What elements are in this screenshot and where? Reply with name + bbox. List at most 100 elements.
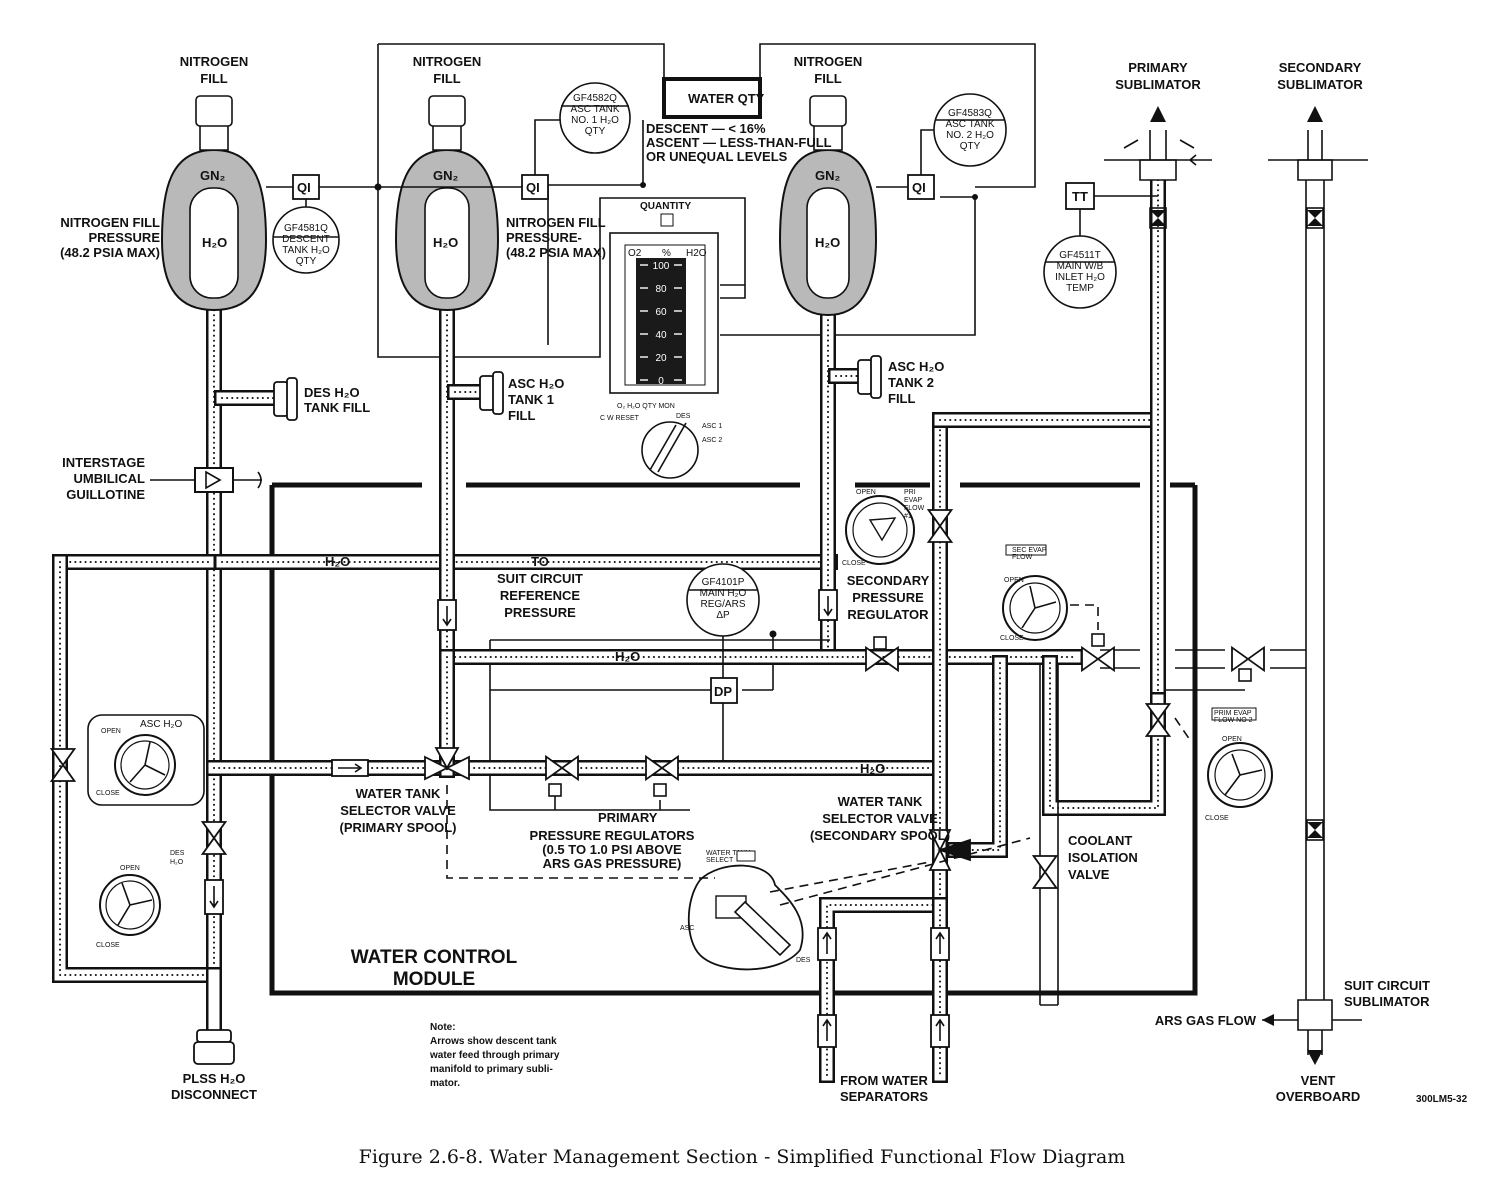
sec-evap-flow-valve [1081,645,1115,673]
h2o-label: H₂O [433,235,458,250]
text-line: DESCENT — < 16% [646,121,766,136]
text-line: SECONDARY [1279,60,1362,75]
text-line: NITROGEN FILL [506,215,606,230]
primary-label: PRIMARY [598,810,658,825]
regulator-actuator [653,783,667,797]
text-line: SUIT CIRCUIT [1344,978,1430,993]
text-line: REFERENCE [500,588,581,603]
fill-couplings [193,355,882,1065]
text-line: SUBLIMATOR [1344,994,1430,1009]
text-line: TANK FILL [304,400,370,415]
close-label: CLOSE [1000,635,1024,642]
text-line: TANK H₂O [282,245,330,256]
secondary-sublimator-label: SECONDARY SUBLIMATOR [1277,60,1363,92]
text-line: TO [531,554,549,569]
text-line: (48.2 PSIA MAX) [60,245,160,260]
open-label: OPEN [1004,577,1024,584]
asc2-label: ASC 2 [702,437,722,444]
text-line: PRESSURE [504,605,576,620]
text-line: EVAP [904,497,922,504]
text-line: MAIN H₂O [700,588,747,599]
text-line: PRI [904,489,916,496]
gauge-pct: % [662,248,671,259]
text-line: #1 [904,513,912,520]
pri-evap-flow-valve [926,509,954,543]
text-line: OR UNEQUAL LEVELS [646,149,788,164]
des-h2o-label: DES H₂O [170,850,185,866]
gauge-tick-label: 60 [655,307,667,318]
open-label: OPEN [120,865,140,872]
text-line: ASC TANK [570,104,619,115]
water-pipes [52,172,1166,1083]
text-line: TANK 2 [888,375,934,390]
text-line: TEMP [1066,283,1094,294]
text-line: (48.2 PSIA MAX) [506,245,606,260]
text-line: GF4101P [702,577,745,588]
text-line: (PRIMARY SPOOL) [339,820,456,835]
text-line: GF4582Q [573,93,617,104]
text-line: FLOW [1012,554,1033,561]
quantity-label: QUANTITY [640,201,691,212]
gauge-tick-label: 100 [653,261,670,272]
ascent-tank-2: GN₂ H₂O [778,95,878,317]
regulator-actuator [873,636,887,650]
text-line: QTY [585,126,606,137]
gn2-label: GN₂ [200,168,226,183]
text-line: COOLANT [1068,833,1132,848]
des-label: DES [796,957,811,964]
qty-mon-label: O₂ H₂O QTY MON [617,403,675,410]
gauge-h2o: H2O [686,248,707,259]
text-line: FROM WATER [840,1073,928,1088]
h2o-line-label-2: H₂O [615,649,640,664]
text-line: PLSS H₂O [183,1071,246,1086]
primary-sublimator [1104,106,1212,229]
text-line: ARS GAS PRESSURE) [543,856,682,871]
gauge-tick-label: 40 [655,330,667,341]
text-line: FILL [814,71,841,86]
des-label: DES [676,413,691,420]
qi-label: QI [526,180,540,195]
coolant-lines [1039,180,1325,1006]
water-control-module-boundary [269,482,1198,996]
text-line: NITROGEN [413,54,482,69]
asc-h2o-label: ASC H₂O [140,719,182,730]
text-line: UMBILICAL [74,471,146,486]
text-line: NITROGEN [180,54,249,69]
des-h2o-valve [200,821,228,855]
qi-boxes: QI QI QI [266,119,978,210]
text-line: WATER TANK [838,794,923,809]
text-line: FILL [200,71,227,86]
selector-valves [424,747,971,871]
text-line: NO. 2 H₂O [946,130,994,141]
text-line: H₂O [170,859,184,866]
text-line: MAIN W/B [1057,261,1104,272]
text-line: DES [170,850,185,857]
text-line: OVERBOARD [1276,1089,1361,1104]
dashed-linkages [446,604,1191,906]
open-label: OPEN [856,489,876,496]
text-line: SUBLIMATOR [1277,77,1363,92]
h2o-label: H₂O [202,235,227,250]
prim-evap-flow2-valve [1144,703,1172,737]
gn2-label: GN₂ [815,168,841,183]
text-line: MODULE [393,969,475,990]
text-line: PRESSURE REGULATORS [530,828,695,843]
text-line: QTY [296,256,317,267]
